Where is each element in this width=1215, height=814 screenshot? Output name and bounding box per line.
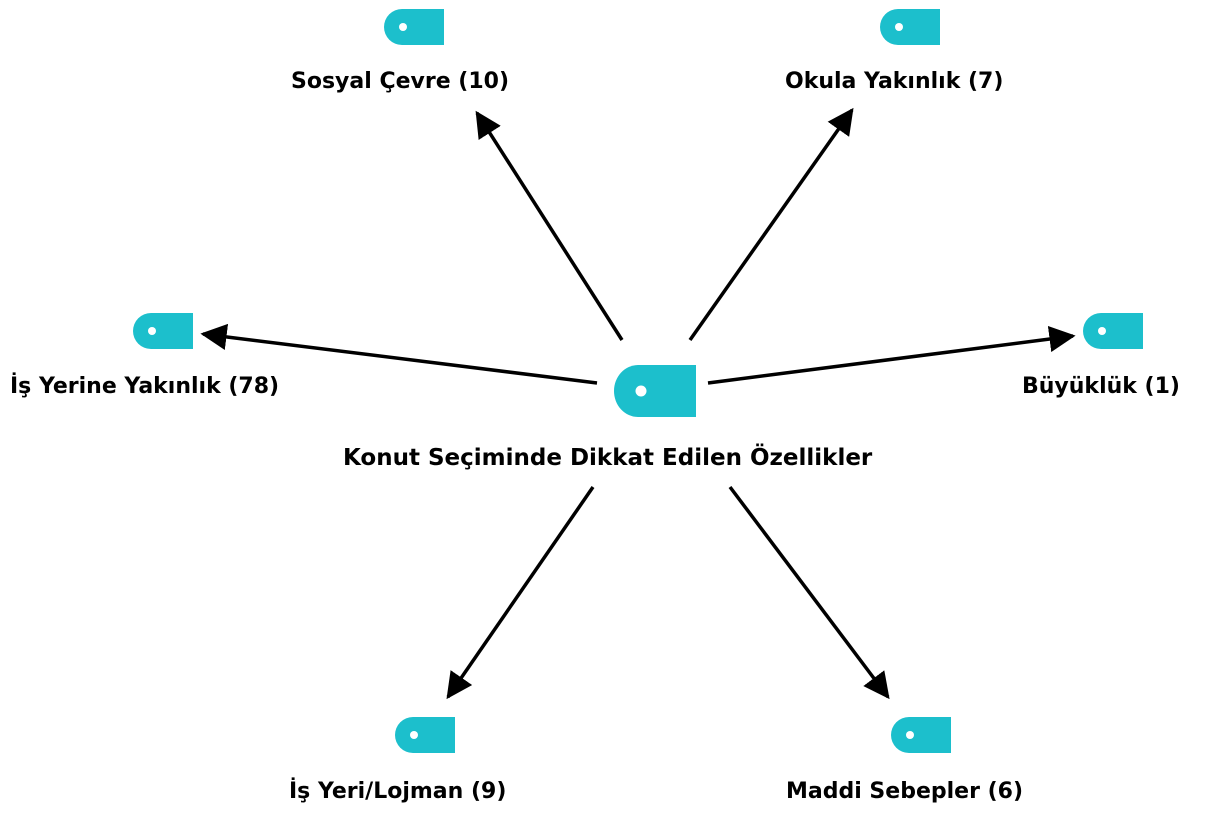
node-label-sosyal-cevre: Sosyal Çevre (10) <box>291 69 510 94</box>
tag-icon <box>614 365 696 417</box>
tag-icon <box>880 9 940 45</box>
arrow-to-sosyal-cevre <box>475 110 624 341</box>
arrow-to-okula-yakinlik <box>688 107 854 342</box>
node-label-is-yeri-lojman: İş Yeri/Lojman (9) <box>289 779 507 804</box>
tag-icon <box>384 9 444 45</box>
tag-icon <box>133 313 193 349</box>
arrow-to-maddi-sebepler <box>728 485 890 700</box>
arrow-to-is-yerine-yakinlik <box>200 323 598 385</box>
node-label-maddi-sebepler: Maddi Sebepler (6) <box>786 779 1024 804</box>
tag-icon <box>1083 313 1143 349</box>
tag-icon <box>395 717 455 753</box>
node-label-is-yerine-yakinlik: İş Yerine Yakınlık (78) <box>10 374 280 399</box>
tag-icon <box>891 717 951 753</box>
arrow-to-buyukluk <box>707 325 1076 385</box>
node-label-okula-yakinlik: Okula Yakınlık (7) <box>785 69 1004 94</box>
node-label-buyukluk: Büyüklük (1) <box>1022 374 1180 399</box>
arrow-to-is-yeri-lojman <box>446 486 595 700</box>
center-label: Konut Seçiminde Dikkat Edilen Özellikler <box>343 445 873 471</box>
